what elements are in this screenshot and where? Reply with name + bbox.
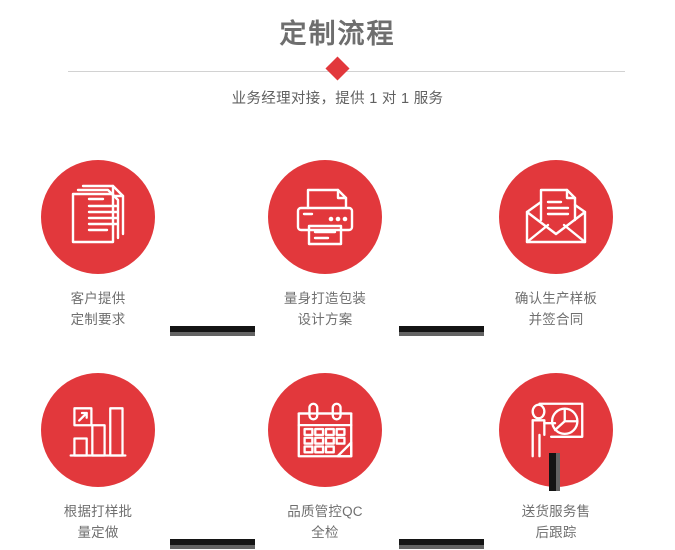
page-title: 定制流程: [279, 19, 396, 49]
step-label-4: 根据打样批 量定做: [63, 504, 133, 540]
connector-shadow: [170, 545, 255, 549]
step-icon-circle-1: [41, 160, 155, 274]
step-item-4[interactable]: 根据打样批 量定做: [18, 373, 178, 543]
step-icon-circle-4: [41, 373, 155, 487]
connector-bar: [170, 326, 255, 332]
connector-shadow: [170, 332, 255, 336]
steps-grid: 客户提供 定制要求: [0, 120, 675, 550]
connector-bar: [399, 539, 484, 545]
presenter-pie-chart-icon: [522, 396, 590, 464]
step-item-1[interactable]: 客户提供 定制要求: [18, 160, 178, 330]
step-icon-circle-3: [499, 160, 613, 274]
documents-icon: [63, 182, 133, 252]
printer-icon: [290, 182, 360, 252]
connector-shadow: [399, 545, 484, 549]
connector-bar: [549, 453, 556, 491]
bar-chart-growth-icon: [65, 397, 131, 463]
step-item-3[interactable]: 确认生产样板 并签合同: [476, 160, 636, 330]
connector-vertical-1: [549, 453, 560, 491]
step-label-5: 品质管控QC 全检: [287, 504, 363, 540]
connector-horizontal-1: [170, 326, 255, 336]
step-label-6: 送货服务售 后跟踪: [521, 504, 591, 540]
connector-bar: [170, 539, 255, 545]
header: 定制流程 业务经理对接，提供 1 对 1 服务: [0, 0, 675, 120]
connector-horizontal-4: [399, 539, 484, 549]
step-label-1: 客户提供 定制要求: [70, 291, 126, 327]
step-item-2[interactable]: 量身打造包装 设计方案: [245, 160, 405, 330]
connector-horizontal-3: [170, 539, 255, 549]
step-icon-circle-2: [268, 160, 382, 274]
step-icon-circle-5: [268, 373, 382, 487]
connector-bar: [399, 326, 484, 332]
diamond-icon: [325, 56, 350, 81]
calendar-check-icon: [291, 396, 359, 464]
connector-shadow: [399, 332, 484, 336]
envelope-document-icon: [521, 182, 591, 252]
page-subtitle: 业务经理对接，提供 1 对 1 服务: [231, 91, 444, 107]
step-item-5[interactable]: 品质管控QC 全检: [245, 373, 405, 543]
connector-horizontal-2: [399, 326, 484, 336]
step-label-3: 确认生产样板 并签合同: [514, 291, 598, 327]
step-label-2: 量身打造包装 设计方案: [283, 291, 367, 327]
connector-shadow: [556, 453, 560, 491]
